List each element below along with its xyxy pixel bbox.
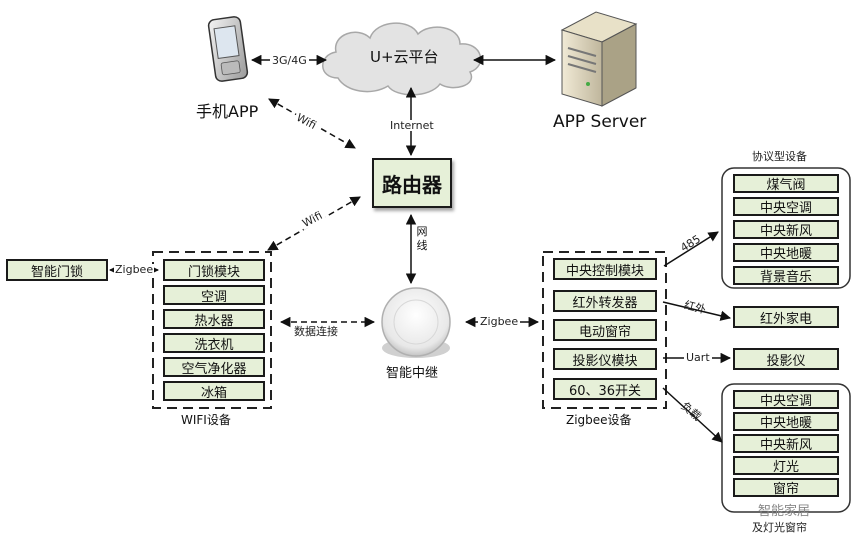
protocol-device-fresh-air: 中央新风 (733, 220, 839, 239)
zigbee-device-electric-curtain: 电动窗帘 (553, 319, 657, 341)
cable-char-1: 网 (416, 225, 428, 238)
wifi-group-frame (152, 251, 272, 409)
protocol-device-background-music: 背景音乐 (733, 266, 839, 285)
zigbee-device-ir-transponder: 红外转发器 (553, 290, 657, 312)
cloud-icon (322, 22, 482, 96)
zigbee-group-label: Zigbee设备 (566, 413, 632, 427)
protocol-device-central-ac: 中央空调 (733, 197, 839, 216)
smart-lock-box: 智能门锁 (6, 259, 108, 281)
protocol-device-floor-heating: 中央地暖 (733, 243, 839, 262)
ir-appliance-box: 红外家电 (733, 306, 839, 328)
link-data-label: 数据连接 (294, 325, 338, 338)
router-box: 路由器 (372, 158, 452, 208)
link-network-cable-label: 网 线 (416, 225, 428, 253)
load-device-central-ac: 中央空调 (733, 390, 839, 409)
load-device-curtain: 窗帘 (733, 478, 839, 497)
wifi-device-air-conditioner: 空调 (163, 285, 265, 305)
repeater-icon (381, 287, 451, 358)
repeater-label: 智能中继 (386, 366, 439, 381)
projector-box: 投影仪 (733, 348, 839, 370)
link-internet-label: Internet (388, 119, 436, 132)
protocol-group-frame (721, 167, 851, 289)
zigbee-device-central-control: 中央控制模块 (553, 258, 657, 280)
load-device-floor-heating: 中央地暖 (733, 412, 839, 431)
phone-icon (207, 16, 249, 82)
load-device-fresh-air: 中央新风 (733, 434, 839, 453)
cloud-platform-label: U+云平台 (370, 48, 439, 66)
wifi-device-washing-machine: 洗衣机 (163, 333, 265, 353)
wifi-device-air-purifier: 空气净化器 (163, 357, 265, 377)
app-server-label: APP Server (553, 112, 647, 132)
cable-char-2: 线 (416, 239, 428, 252)
link-zigbee-left-label: Zigbee (114, 263, 155, 276)
watermark-text: 智能家居 (758, 504, 811, 519)
protocol-device-gas-valve: 煤气阀 (733, 174, 839, 193)
load-device-lighting: 灯光 (733, 456, 839, 475)
zigbee-group-frame (542, 251, 667, 409)
link-uart-label: Uart (684, 351, 712, 364)
load-group-frame (721, 383, 851, 513)
load-group-label: 及灯光窗帘 (752, 521, 807, 534)
zigbee-device-projector-module: 投影仪模块 (553, 348, 657, 370)
wifi-device-refrigerator: 冰箱 (163, 381, 265, 401)
wifi-group-label: WIFI设备 (181, 413, 231, 427)
protocol-group-title: 协议型设备 (752, 150, 807, 163)
zigbee-device-switch: 60、36开关 (553, 378, 657, 400)
link-zigbee-right-label: Zigbee (478, 315, 521, 328)
phone-app-label: 手机APP (196, 102, 259, 121)
wifi-device-door-lock-module: 门锁模块 (163, 259, 265, 281)
wifi-device-water-heater: 热水器 (163, 309, 265, 329)
server-icon (560, 11, 638, 107)
link-3g4g-label: 3G/4G (270, 54, 309, 67)
